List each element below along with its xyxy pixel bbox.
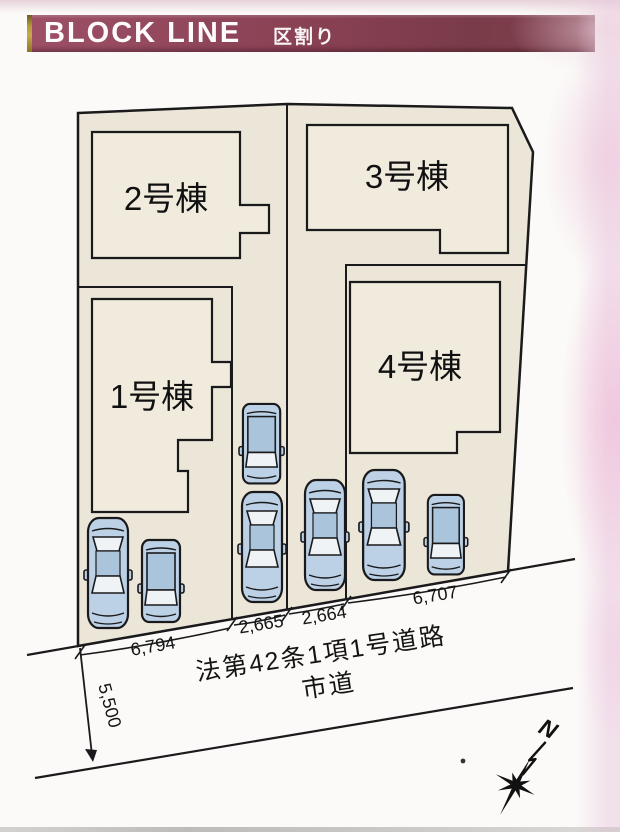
road-width-dimension-line: [79, 647, 97, 762]
section-title-en: BLOCK LINE: [44, 17, 242, 49]
section-header-bar: BLOCK LINE 区割り: [27, 15, 595, 52]
building-4-label: 4号棟: [378, 348, 462, 385]
north-label: N: [535, 713, 562, 744]
car-icon: [237, 402, 286, 485]
section-title-ja: 区割り: [273, 27, 337, 48]
building-2-label: 2号棟: [124, 180, 208, 217]
scan-bottom-edge: [0, 827, 620, 832]
road-type-label: 市道: [300, 668, 358, 704]
car-icon: [82, 516, 134, 630]
car-icon: [136, 538, 186, 624]
car-icon: [236, 490, 288, 604]
car-icon: [299, 478, 351, 592]
compass-north-icon: N: [495, 713, 562, 816]
car-icon: [422, 493, 469, 576]
scan-dot: [460, 758, 466, 764]
building-3-label: 3号棟: [365, 158, 449, 195]
dimension-road-width: 5,500: [94, 681, 125, 730]
building-1-label: 1号棟: [110, 378, 194, 415]
car-icon: [357, 468, 411, 582]
